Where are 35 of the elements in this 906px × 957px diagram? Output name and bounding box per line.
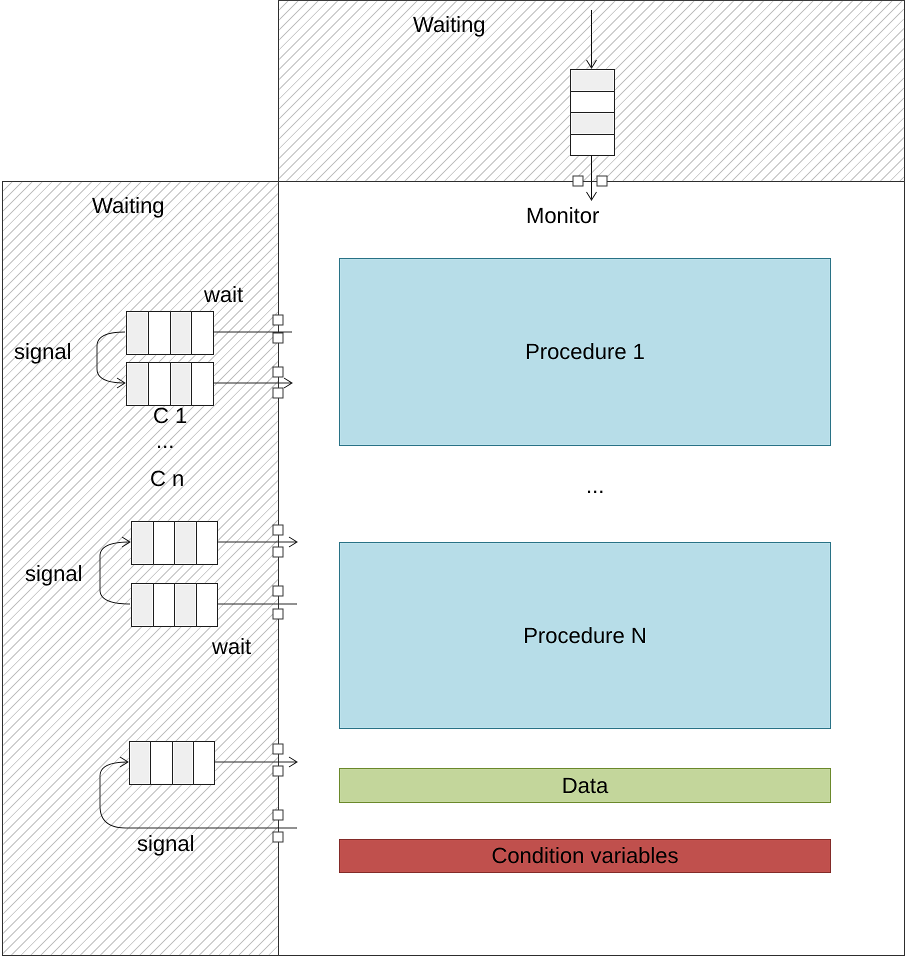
arrow	[212, 378, 292, 388]
queue	[131, 583, 218, 627]
arrow	[100, 756, 298, 828]
edge-label: wait	[212, 633, 252, 660]
area-label: Monitor	[526, 202, 600, 230]
procedure-box	[339, 542, 831, 729]
text-label: ...	[156, 427, 174, 454]
monitor-area	[278, 181, 905, 956]
procedure-box	[339, 258, 831, 446]
edge-label: signal	[14, 338, 72, 366]
arrow	[216, 536, 298, 548]
arrow	[586, 154, 597, 200]
edge-label: signal	[25, 560, 82, 588]
arrow	[586, 10, 597, 68]
queue	[126, 362, 214, 406]
arrow	[96, 332, 126, 388]
edge-label: wait	[204, 281, 244, 308]
entry-queue	[570, 69, 615, 156]
bar-label: Data	[562, 772, 608, 800]
procedure-label: Procedure N	[523, 622, 647, 650]
procedure-label: Procedure 1	[525, 338, 645, 366]
waiting-area	[278, 0, 905, 182]
waiting-area	[2, 181, 279, 956]
bar-label: Condition variables	[491, 842, 679, 870]
queue	[131, 521, 218, 565]
condition-variables-bar	[339, 839, 831, 873]
text-label: ...	[586, 472, 604, 500]
queue	[129, 741, 215, 785]
edge-label: signal	[137, 830, 194, 858]
text-label: C 1	[153, 402, 188, 430]
area-label: Waiting	[413, 11, 486, 38]
queue	[126, 311, 214, 355]
data-bar	[339, 768, 831, 803]
area-label: Waiting	[92, 192, 165, 220]
text-label: C n	[150, 465, 184, 492]
